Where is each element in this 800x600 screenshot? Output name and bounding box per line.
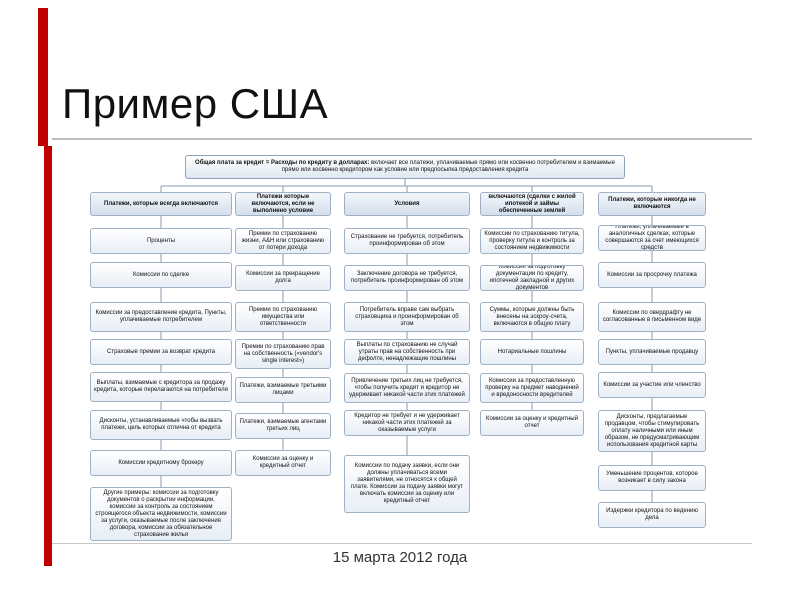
column-header-3: Условия: [344, 192, 470, 216]
title-divider: [52, 138, 752, 140]
column-5-item: Дисконты, предлагаемые продавцом, чтобы …: [598, 410, 706, 452]
column-header-5: Платежи, которые никогда не включаются: [598, 192, 706, 216]
column-2-item: Комиссии за оценку и кредитный отчет: [235, 450, 331, 476]
column-4-item: Комиссии по страхованию титула, проверку…: [480, 228, 584, 254]
column-4-item: Комиссии за оценку и кредитный отчет: [480, 410, 584, 436]
column-1-item: Комиссии за предоставление кредита, Пунк…: [90, 302, 232, 332]
column-2-item: Комиссии за прекращение долга: [235, 265, 331, 291]
column-3-item: Потребитель вправе сам выбрать страховщи…: [344, 302, 470, 332]
column-5-item: Пункты, уплачиваемые продавцу: [598, 339, 706, 365]
column-1-item: Комиссии кредитному брокеру: [90, 450, 232, 476]
column-3-item: Выплаты по страхованию не случай утраты …: [344, 339, 470, 365]
accent-bar-side: [44, 146, 52, 566]
column-1-item: Выплаты, взимаемые с кредитора за продаж…: [90, 372, 232, 402]
column-5-item: Комиссии по овердрафту не согласованные …: [598, 302, 706, 332]
column-5-item: Платежи, уплачиваемые в аналогичных сдел…: [598, 225, 706, 251]
column-header-1: Платежи, которые всегда включаются: [90, 192, 232, 216]
footer-divider: [52, 543, 752, 544]
column-1-item: Проценты: [90, 228, 232, 254]
column-3-item: Заключение договора не требуется, потреб…: [344, 265, 470, 291]
root-bold: Общая плата за кредит = Расходы по креди…: [195, 160, 370, 166]
slide-footer: 15 марта 2012 года: [332, 549, 468, 566]
slide-title: Пример США: [62, 80, 329, 127]
column-3-item: Страхование не требуется, потребитель пр…: [344, 228, 470, 254]
column-2-item: Премии по страхованию прав на собственно…: [235, 339, 331, 369]
column-5-item: Уменьшение процентов, которое возникает …: [598, 465, 706, 491]
column-4-item: Комиссии за подготовку документации по к…: [480, 265, 584, 291]
column-header-4: Платежи, которые не включаются (сделки с…: [480, 192, 584, 216]
column-2-item: Платежи, взимаемые третьими лицами: [235, 377, 331, 403]
column-2-item: Премии по страхованию жизни, А&Н или стр…: [235, 228, 331, 254]
column-3-item: Кредитор не требует и не удерживает ника…: [344, 410, 470, 436]
column-5-item: Издержки кредитора по ведению дела: [598, 502, 706, 528]
column-1-item: Дисконты, устанавливаемые чтобы вызвать …: [90, 410, 232, 440]
root-box: Общая плата за кредит = Расходы по креди…: [185, 155, 625, 179]
column-4-item: Нотариальные пошлины: [480, 339, 584, 365]
root-text: включает все платежи, уплачиваемые прямо…: [281, 160, 615, 173]
column-2-item: Премии по страхованию имущества или отве…: [235, 302, 331, 332]
accent-bar-top: [38, 8, 48, 146]
column-3-item: Комиссии по подачу заявки, если они долж…: [344, 455, 470, 513]
column-1-item: Страховые премии за возврат кредита: [90, 339, 232, 365]
column-4-item: Суммы, которые должны быть внесены на эс…: [480, 302, 584, 332]
column-2-item: Платежи, взимаемые агентами третьих лиц: [235, 413, 331, 439]
column-1-item: Комиссии по сделке: [90, 262, 232, 288]
column-header-2: Платежи которые включаются, если не выпо…: [235, 192, 331, 216]
column-4-item: Комиссии за предоставленную проверку на …: [480, 373, 584, 403]
column-5-item: Комиссии за участие или членство: [598, 372, 706, 398]
column-1-item: Другие примеры: комиссии за подготовку д…: [90, 487, 232, 541]
column-5-item: Комиссии за просрочку платежа: [598, 262, 706, 288]
column-3-item: Привлечение третьих лиц не требуется, чт…: [344, 373, 470, 403]
